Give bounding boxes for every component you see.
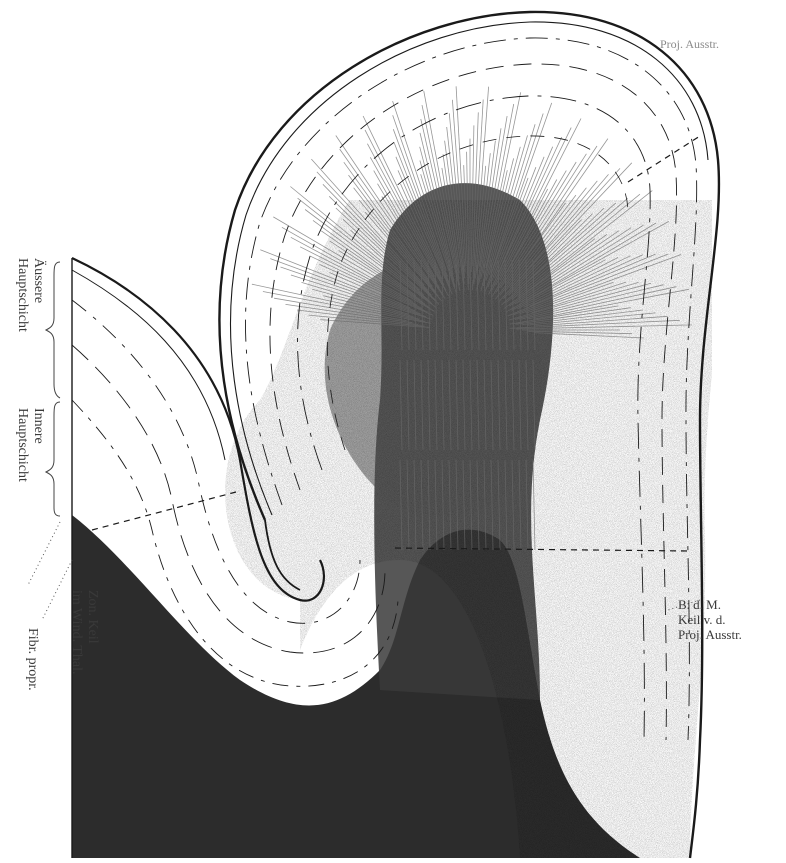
- innere-hauptschicht-label: Innere Hauptschicht: [14, 408, 46, 482]
- hauptschicht-line-1: Hauptschicht: [14, 258, 30, 332]
- fibr-propr-line: Fibr. propr.: [24, 628, 40, 691]
- aussere-line: Äussere: [30, 258, 46, 332]
- bdm-line-1: B. d. M.: [678, 598, 742, 613]
- wind-thal-line: im Wind. Thal.: [68, 590, 84, 674]
- fibr-propr-label: Fibr. propr.: [24, 628, 40, 691]
- aussere-hauptschicht-label: Äussere Hauptschicht: [14, 258, 46, 332]
- bdm-label: B. d. M. Keil v. d. Proj. Ausstr.: [678, 598, 742, 643]
- proj-ausstr-top-label: Proj. Ausstr.: [660, 38, 719, 52]
- innere-line: Innere: [30, 408, 46, 482]
- dark-tissue: [72, 183, 712, 860]
- bdm-line-2: Keil v. d.: [678, 613, 742, 628]
- bdm-line-3: Proj. Ausstr.: [678, 628, 742, 643]
- zon-keil-line: Zon. Keil: [84, 590, 100, 674]
- layer-braces: [46, 262, 60, 516]
- zon-keil-label: Zon. Keil im Wind. Thal.: [68, 590, 100, 674]
- hauptschicht-line-2: Hauptschicht: [14, 408, 30, 482]
